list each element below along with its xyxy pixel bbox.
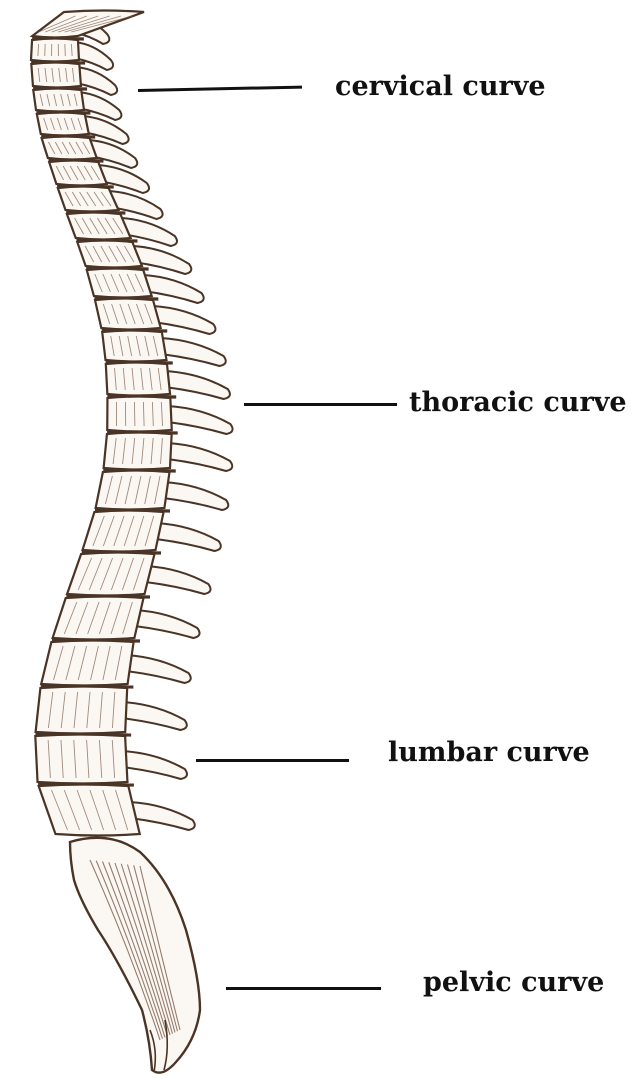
vertebral-body xyxy=(87,269,152,298)
vertebral-body xyxy=(77,241,142,268)
vertebral-body xyxy=(41,641,133,686)
pelvic-curve-label: pelvic curve xyxy=(423,968,604,998)
spinous-process xyxy=(126,655,191,683)
vertebral-body xyxy=(33,89,84,112)
vertebral-body xyxy=(96,471,170,510)
vertebral-body xyxy=(42,137,97,160)
spinous-process xyxy=(130,802,195,830)
vertebral-body xyxy=(67,213,131,240)
spinous-process xyxy=(135,610,200,638)
spinous-process xyxy=(167,443,232,471)
spinous-process xyxy=(168,406,233,434)
vertebral-body xyxy=(53,597,144,640)
vertebral-body xyxy=(49,161,107,186)
spinous-process xyxy=(163,482,228,510)
spinous-process xyxy=(146,566,211,594)
vertebral-body xyxy=(37,113,89,136)
thoracic-curve-label: thoracic curve xyxy=(409,388,627,418)
vertebral-body xyxy=(67,553,154,596)
lumbar-leader-line xyxy=(196,759,349,762)
cervical-curve-label: cervical curve xyxy=(335,72,546,102)
sacrum xyxy=(70,838,200,1073)
vertebral-body xyxy=(83,511,164,552)
spinous-process xyxy=(165,371,230,399)
spinous-process xyxy=(156,523,221,551)
vertebral-body xyxy=(39,785,140,836)
vertebral-body xyxy=(58,187,119,212)
thoracic-leader-line xyxy=(244,403,397,406)
pelvic-leader-line xyxy=(226,987,381,990)
spinous-process xyxy=(122,751,187,779)
lumbar-curve-label: lumbar curve xyxy=(388,738,590,768)
spinous-process xyxy=(122,702,187,730)
sacrum-coccyx xyxy=(70,838,200,1073)
vertebral-body xyxy=(102,331,166,362)
vertebral-body xyxy=(95,299,161,330)
